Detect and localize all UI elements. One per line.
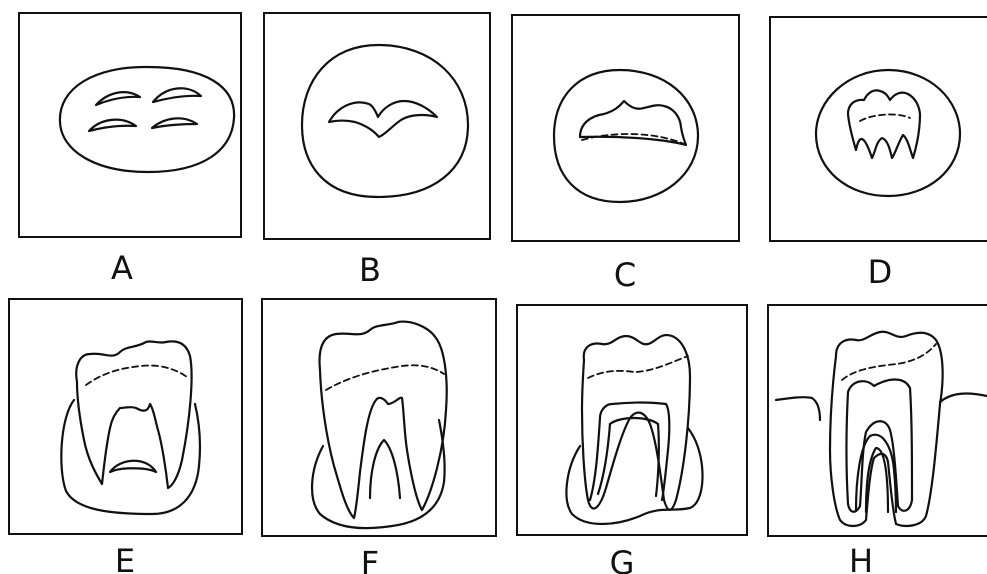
panel-h-drawing: [776, 332, 987, 526]
panel-e-label: E: [115, 542, 135, 574]
panel-f-drawing: [312, 322, 447, 529]
panel-d: D: [770, 17, 987, 291]
panel-a-drawing: [60, 67, 234, 172]
panel-d-label: D: [868, 253, 893, 291]
panel-e-drawing: [61, 341, 200, 514]
panel-c-drawing: [554, 70, 698, 202]
panel-g-label: G: [610, 544, 635, 574]
panel-f-label: F: [361, 544, 379, 574]
panel-g-frame: [517, 305, 747, 535]
panel-g-drawing: [566, 335, 702, 524]
panel-d-drawing: [816, 70, 960, 196]
panel-d-frame: [770, 17, 987, 241]
panel-e-frame: [9, 299, 242, 534]
panel-b: B: [264, 13, 490, 289]
panel-b-frame: [264, 13, 490, 239]
panel-h: H: [768, 305, 987, 574]
panel-g: G: [517, 305, 747, 574]
panel-e: E: [9, 299, 242, 574]
panel-h-label: H: [849, 542, 873, 574]
panel-c: C: [512, 15, 739, 294]
panel-f-frame: [262, 299, 496, 536]
panel-f: F: [262, 299, 496, 574]
panel-c-label: C: [614, 256, 636, 294]
panel-b-drawing: [302, 45, 468, 197]
panel-c-frame: [512, 15, 739, 241]
panel-a: A: [19, 13, 241, 287]
panel-a-label: A: [111, 249, 133, 287]
panel-b-label: B: [359, 251, 381, 289]
